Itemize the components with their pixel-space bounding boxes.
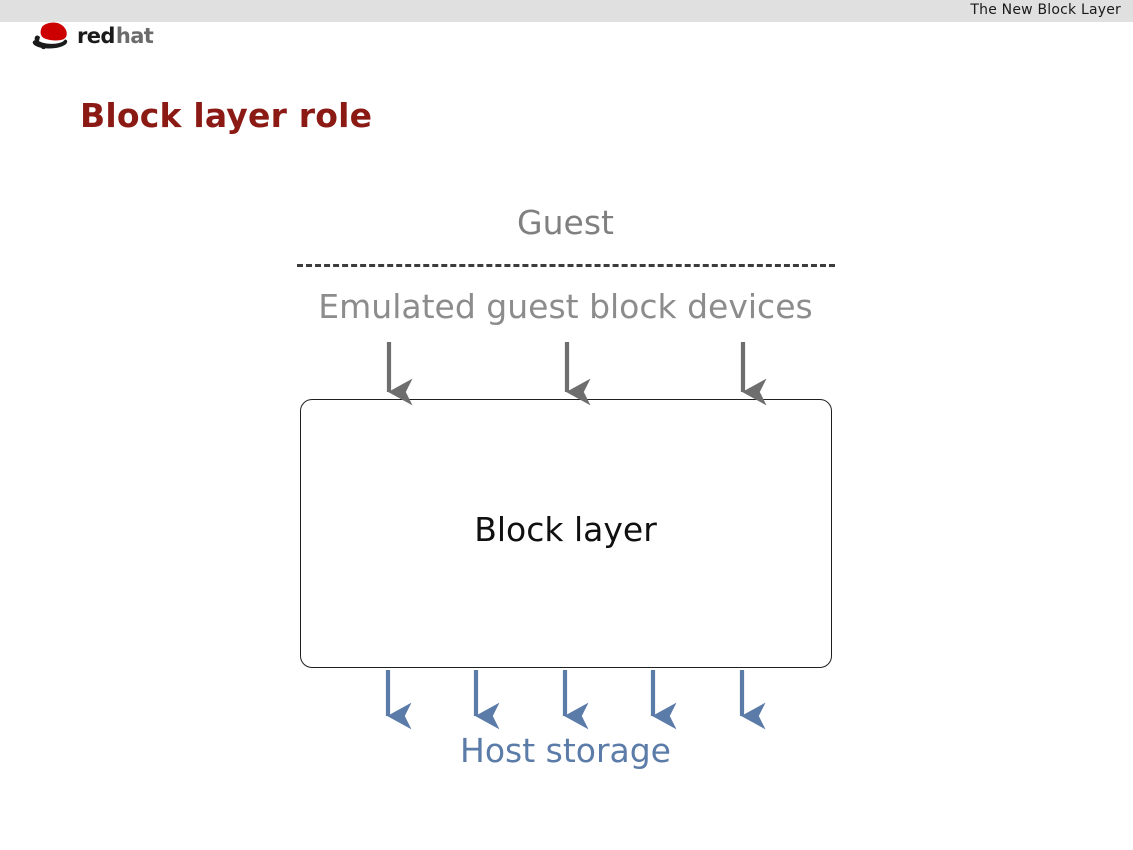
diagram-label-emulated-devices-text: Emulated guest block devices bbox=[318, 287, 813, 326]
diagram-label-host-storage-text: Host storage bbox=[460, 731, 671, 770]
logo-word-hat: hat bbox=[115, 23, 154, 48]
redhat-shadowman-icon bbox=[32, 22, 68, 50]
block-layer-box bbox=[300, 399, 832, 668]
diagram-label-block-layer-text: Block layer bbox=[474, 510, 657, 549]
diagram-label-guest-text: Guest bbox=[517, 203, 614, 242]
running-header-title: The New Block Layer bbox=[970, 2, 1121, 18]
diagram-label-block-layer: Block layer bbox=[0, 513, 1133, 546]
bottom-arrow-group bbox=[385, 670, 766, 730]
top-bar bbox=[0, 0, 1133, 22]
logo-word-red: red bbox=[77, 23, 115, 48]
guest-host-divider bbox=[297, 264, 835, 267]
diagram-label-host-storage: Host storage bbox=[0, 734, 1133, 767]
top-arrow-group bbox=[386, 342, 767, 406]
diagram-label-guest: Guest bbox=[0, 206, 1133, 239]
page-title: Block layer role bbox=[80, 96, 373, 135]
diagram-label-emulated-devices: Emulated guest block devices bbox=[0, 290, 1133, 323]
